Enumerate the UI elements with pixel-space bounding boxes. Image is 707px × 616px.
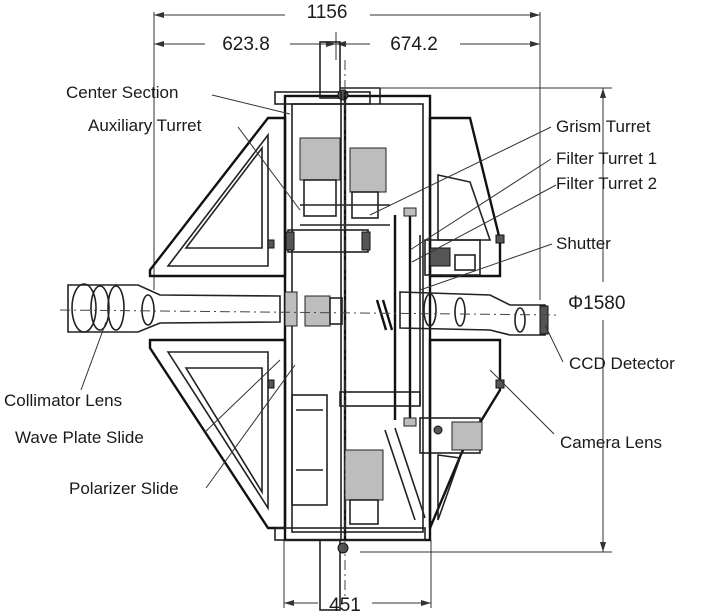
optical-path bbox=[59, 60, 561, 600]
label-camera-lens: Camera Lens bbox=[560, 433, 662, 452]
internal-mechanisms bbox=[267, 137, 505, 525]
diameter-label: Φ1580 bbox=[568, 293, 625, 314]
leader-lines bbox=[80, 94, 564, 489]
label-collimator-lens: Collimator Lens bbox=[4, 391, 122, 410]
right-width-label: 674.2 bbox=[390, 34, 438, 55]
label-ccd-detector: CCD Detector bbox=[569, 354, 675, 373]
dimension-labels: 1156 623.8 674.2 451 Φ1580 bbox=[222, 2, 625, 616]
component-labels: Center Section Auxiliary Turret Grism Tu… bbox=[4, 83, 675, 498]
label-filter-turret-1: Filter Turret 1 bbox=[556, 149, 657, 168]
label-shutter: Shutter bbox=[556, 234, 611, 253]
label-polarizer-slide: Polarizer Slide bbox=[69, 479, 179, 498]
dimension-lines bbox=[153, 12, 612, 608]
label-grism-turret: Grism Turret bbox=[556, 117, 651, 136]
bottom-width-label: 451 bbox=[329, 595, 361, 616]
overall-width-label: 1156 bbox=[307, 2, 348, 23]
left-width-label: 623.8 bbox=[222, 34, 270, 55]
label-wave-plate-slide: Wave Plate Slide bbox=[15, 428, 144, 447]
label-center-section: Center Section bbox=[66, 83, 178, 102]
label-auxiliary-turret: Auxiliary Turret bbox=[88, 116, 202, 135]
label-filter-turret-2: Filter Turret 2 bbox=[556, 174, 657, 193]
